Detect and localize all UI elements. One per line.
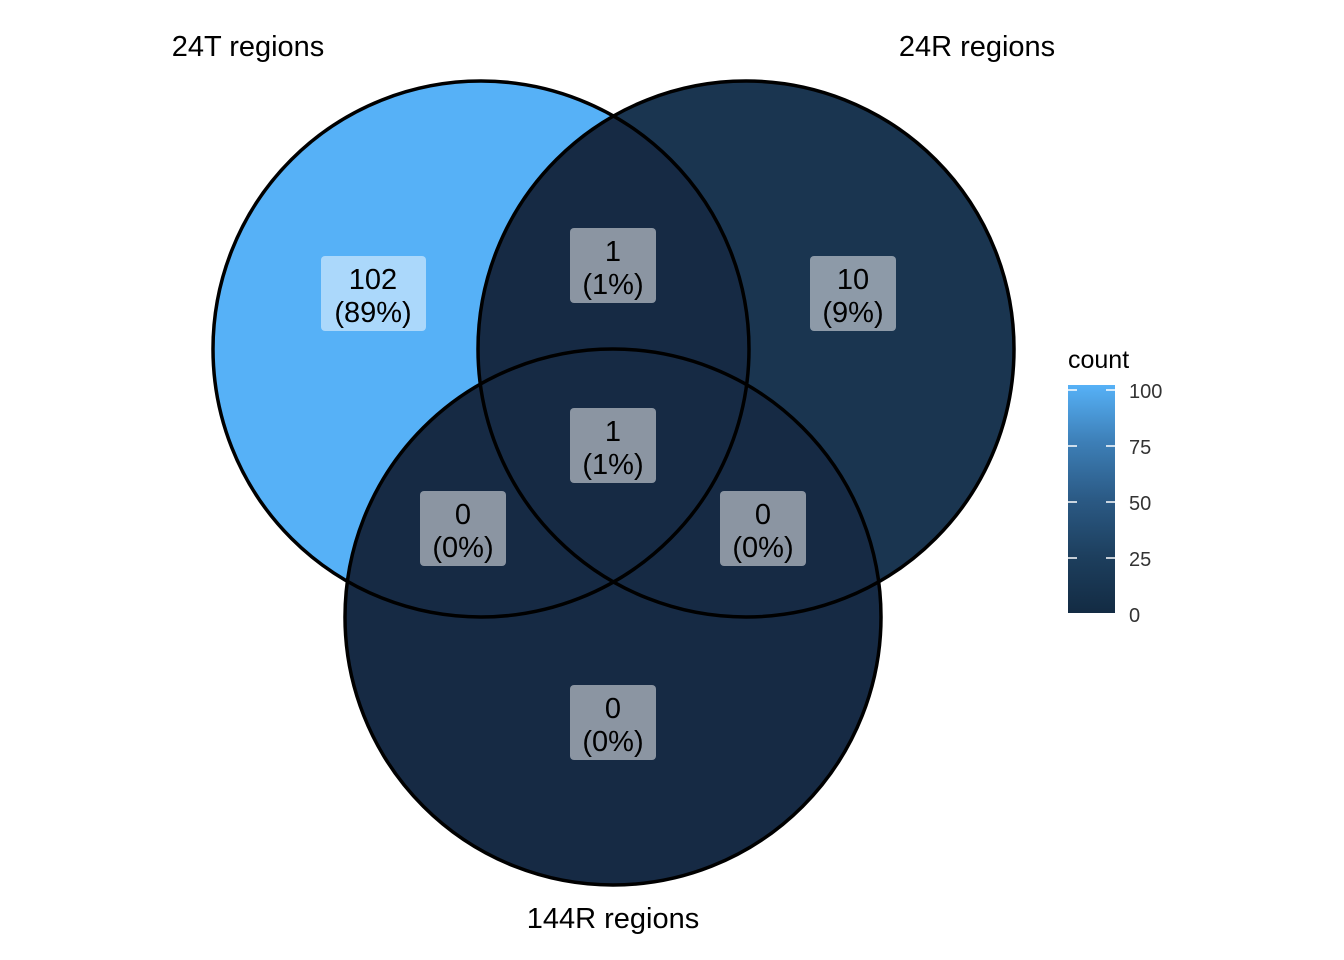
svg-text:10: 10	[837, 264, 869, 296]
legend-colorbar	[1068, 385, 1115, 613]
svg-text:0: 0	[605, 693, 621, 725]
svg-text:102: 102	[349, 264, 397, 296]
region-label-24R-only: 10 (9%)	[810, 256, 896, 331]
legend-tick-75: 75	[1129, 437, 1151, 459]
set-label-24R: 24R regions	[899, 31, 1055, 63]
svg-text:(0%): (0%)	[732, 532, 793, 564]
svg-text:0: 0	[755, 499, 771, 531]
legend-tick-25: 25	[1129, 549, 1151, 571]
region-label-24T-24R: 1 (1%)	[570, 228, 656, 303]
legend-title: count	[1068, 346, 1129, 374]
set-label-144R: 144R regions	[527, 903, 700, 935]
set-label-24T: 24T regions	[172, 31, 325, 63]
region-label-24R-144R: 0 (0%)	[720, 491, 806, 566]
svg-text:(1%): (1%)	[582, 269, 643, 301]
svg-text:1: 1	[605, 416, 621, 448]
legend-tick-50: 50	[1129, 493, 1151, 515]
region-label-24T-only: 102 (89%)	[321, 256, 426, 331]
legend-tick-0: 0	[1129, 605, 1140, 627]
set-24R-outline	[476, 79, 1016, 619]
svg-text:1: 1	[605, 236, 621, 268]
svg-text:0: 0	[455, 499, 471, 531]
region-label-24T-144R: 0 (0%)	[420, 491, 506, 566]
svg-text:(1%): (1%)	[582, 449, 643, 481]
svg-text:(9%): (9%)	[822, 297, 883, 329]
region-label-all-three: 1 (1%)	[570, 408, 656, 483]
svg-text:(89%): (89%)	[334, 297, 411, 329]
legend-tick-100: 100	[1129, 381, 1162, 403]
svg-text:(0%): (0%)	[582, 726, 643, 758]
svg-text:(0%): (0%)	[432, 532, 493, 564]
color-legend: count 100 75 50 25 0	[1068, 346, 1162, 627]
region-label-144R-only: 0 (0%)	[570, 685, 656, 760]
set-24T-outline	[211, 79, 751, 619]
set-144R-outline	[343, 347, 883, 887]
